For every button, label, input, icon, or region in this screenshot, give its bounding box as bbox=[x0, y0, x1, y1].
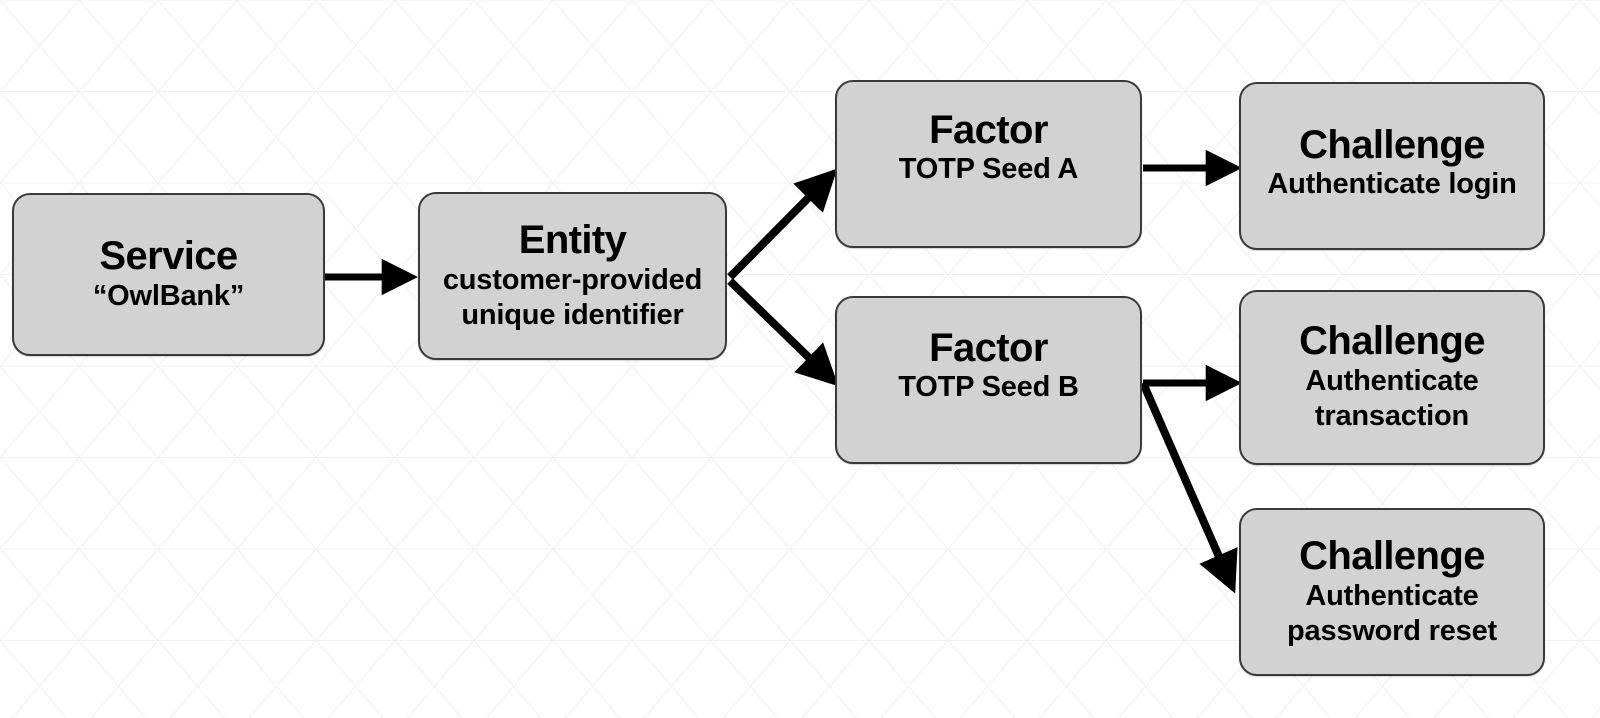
node-challenge-login[interactable]: Challenge Authenticate login bbox=[1239, 82, 1545, 250]
node-factor-b-content: Factor TOTP Seed B bbox=[898, 325, 1079, 405]
edge-factor-b-to-challenge-password bbox=[1139, 381, 1238, 594]
node-challenge-login-content: Challenge Authenticate login bbox=[1267, 122, 1517, 202]
edge-entity-to-factor-a bbox=[727, 168, 838, 280]
node-factor-a-title: Factor bbox=[929, 107, 1048, 152]
node-challenge-password-subtitle-line2: password reset bbox=[1287, 614, 1497, 647]
node-challenge-password-title: Challenge bbox=[1299, 533, 1485, 578]
node-service-title: Service bbox=[99, 234, 238, 279]
node-challenge-transaction-subtitle-line2: transaction bbox=[1314, 400, 1470, 433]
node-challenge-password-subtitle-line1: Authenticate bbox=[1305, 579, 1479, 612]
node-factor-a-content: Factor TOTP Seed A bbox=[898, 107, 1079, 187]
node-entity-subtitle-line1: customer-provided bbox=[442, 263, 703, 296]
node-service-subtitle: “OwlBank” bbox=[92, 279, 245, 312]
node-entity-subtitle-line2: unique identifier bbox=[461, 298, 684, 331]
node-challenge-transaction-content: Challenge Authenticate transaction bbox=[1299, 321, 1485, 433]
node-entity[interactable]: Entity customer-provided unique identifi… bbox=[418, 192, 727, 360]
node-factor-b[interactable]: Factor TOTP Seed B bbox=[835, 296, 1142, 464]
node-service[interactable]: Service “OwlBank” bbox=[12, 193, 325, 356]
node-challenge-password[interactable]: Challenge Authenticate password reset bbox=[1239, 508, 1545, 676]
edge-entity-to-factor-b bbox=[727, 278, 839, 387]
node-challenge-login-title: Challenge bbox=[1299, 122, 1485, 167]
node-challenge-login-subtitle: Authenticate login bbox=[1267, 168, 1517, 201]
node-factor-b-title: Factor bbox=[929, 325, 1048, 370]
node-entity-content: Entity customer-provided unique identifi… bbox=[442, 217, 703, 332]
node-challenge-transaction-title: Challenge bbox=[1299, 319, 1485, 364]
node-factor-a[interactable]: Factor TOTP Seed A bbox=[835, 80, 1142, 248]
node-service-content: Service “OwlBank” bbox=[92, 234, 245, 313]
node-challenge-password-content: Challenge Authenticate password reset bbox=[1287, 533, 1497, 648]
node-challenge-transaction-subtitle-line1: Authenticate bbox=[1305, 365, 1479, 398]
node-factor-b-subtitle: TOTP Seed B bbox=[898, 371, 1079, 404]
node-factor-a-subtitle: TOTP Seed A bbox=[898, 153, 1079, 186]
node-entity-title: Entity bbox=[518, 217, 627, 262]
node-challenge-transaction[interactable]: Challenge Authenticate transaction bbox=[1239, 290, 1545, 465]
